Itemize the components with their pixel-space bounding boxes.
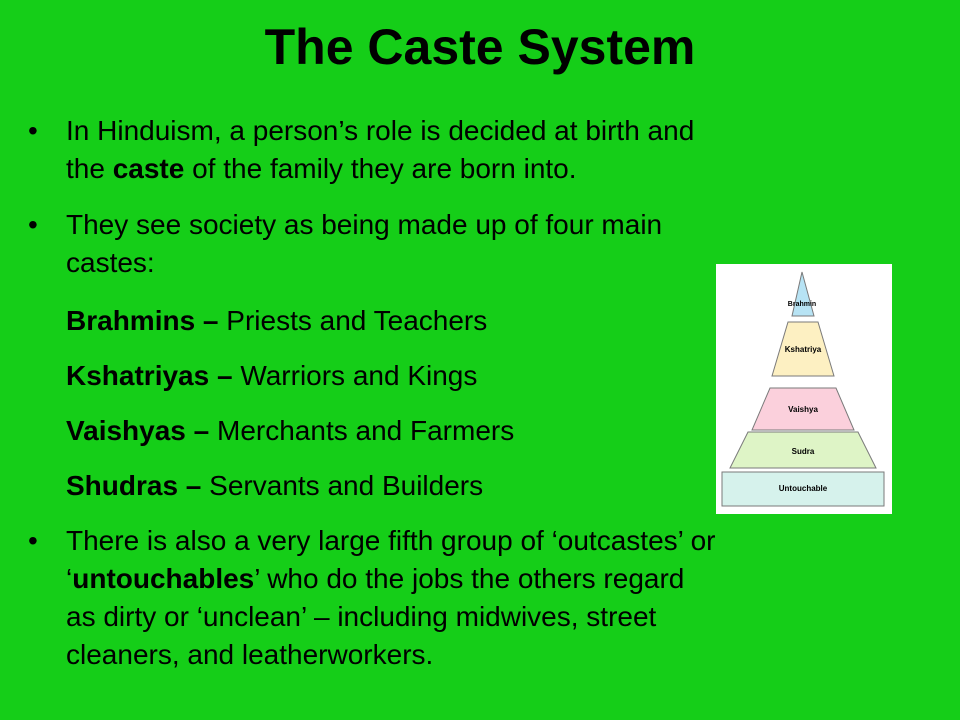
bullet-line: In Hinduism, a person’s role is decided …: [66, 115, 695, 146]
pyramid-label-vaishya: Vaishya: [788, 405, 818, 414]
caste-role: Priests and Teachers: [226, 305, 488, 336]
bullet-text: There is also a very large fifth group o…: [66, 522, 940, 674]
caste-name: Kshatriyas –: [66, 360, 241, 391]
bold-term-caste: caste: [112, 153, 185, 184]
pyramid-level-untouchable: [721, 471, 885, 507]
caste-role: Warriors and Kings: [240, 360, 478, 391]
bullet-line: They see society as being made up of fou…: [66, 209, 663, 240]
pyramid-label-untouchable: Untouchable: [779, 484, 828, 493]
caste-role: Merchants and Farmers: [217, 415, 515, 446]
bullet-text: In Hinduism, a person’s role is decided …: [66, 112, 940, 188]
bullet-text: They see society as being made up of fou…: [66, 206, 940, 282]
bullet-line: cleaners, and leatherworkers.: [66, 639, 434, 670]
bullet-icon: •: [28, 525, 38, 556]
pyramid-label-brahmin: Brahmin: [788, 301, 816, 308]
caste-line-kshatriyas: Kshatriyas – Warriors and Kings: [66, 357, 477, 395]
pyramid-level-vaishya: [751, 387, 855, 431]
pyramid-level-sudra: [729, 431, 877, 469]
bullet-line: as dirty or ‘unclean’ – including midwiv…: [66, 601, 657, 632]
pyramid-level-kshatriya: [771, 321, 835, 377]
caste-role: Servants and Builders: [209, 470, 484, 501]
bullet-item-birth: • In Hinduism, a person’s role is decide…: [28, 112, 940, 192]
bullet-line: castes:: [66, 247, 155, 278]
pyramid-svg: Brahmin Kshatriya Vaishya Sudra Untoucha…: [721, 271, 885, 507]
caste-line-vaishyas: Vaishyas – Merchants and Farmers: [66, 412, 514, 450]
caste-line-brahmins: Brahmins – Priests and Teachers: [66, 302, 487, 340]
bullet-icon: •: [28, 115, 38, 146]
bullet-item-society: • They see society as being made up of f…: [28, 206, 940, 286]
bullet-line: There is also a very large fifth group o…: [66, 525, 716, 556]
caste-pyramid-diagram: Brahmin Kshatriya Vaishya Sudra Untoucha…: [716, 264, 892, 514]
bullet-line-suffix: ’ who do the jobs the others regard: [254, 563, 685, 594]
caste-name: Vaishyas –: [66, 415, 218, 446]
bullet-icon: •: [28, 209, 38, 240]
pyramid-level-brahmin: [791, 271, 815, 317]
bullet-line-prefix: the: [66, 153, 113, 184]
caste-name: Brahmins –: [66, 305, 227, 336]
pyramid-label-sudra: Sudra: [792, 447, 815, 456]
slide-title: The Caste System: [264, 19, 696, 75]
caste-name: Shudras –: [66, 470, 210, 501]
bullet-line-suffix: of the family they are born into.: [184, 153, 577, 184]
bold-term-untouchables: untouchables: [72, 563, 255, 594]
quote-open: ‘: [66, 563, 73, 594]
caste-line-shudras: Shudras – Servants and Builders: [66, 467, 483, 505]
pyramid-label-kshatriya: Kshatriya: [785, 345, 822, 354]
bullet-item-untouchables: • There is also a very large fifth group…: [28, 522, 940, 682]
